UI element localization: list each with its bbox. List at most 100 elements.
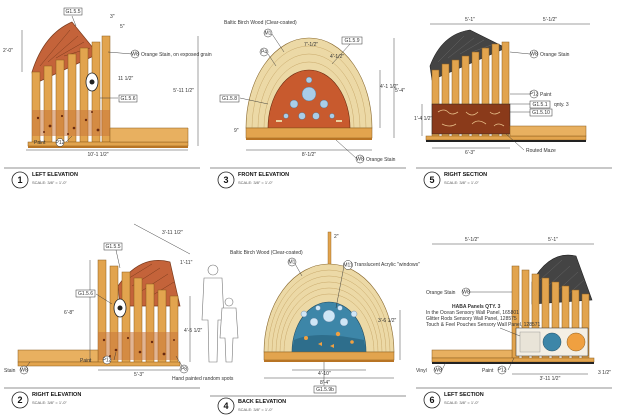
svg-text:Orange Stain: Orange Stain	[540, 52, 570, 58]
right-section-drawing: 5'-1" 5'-1/2" 1'-4 1/2" 6'-3" W8 Orange …	[414, 17, 612, 189]
ocean-panel	[542, 332, 562, 352]
svg-text:Orange Stain: Orange Stain	[426, 290, 456, 296]
random-spots	[36, 111, 100, 135]
base-edge	[246, 138, 372, 140]
tag-m1: M1	[287, 257, 303, 277]
tag-m1: M1	[263, 28, 285, 53]
dim-left: 5'-1"	[465, 17, 475, 23]
dim-opening: 4'-1 1/2"	[380, 84, 399, 90]
routed-maze-panel	[431, 103, 511, 135]
lower-panel	[98, 332, 178, 360]
svg-text:W8: W8	[434, 368, 442, 374]
tag-m11: M11 Translucent Acrylic "windows"	[335, 260, 420, 309]
base-edge	[432, 362, 594, 364]
view-title: BACK ELEVATION	[238, 399, 286, 405]
view-title: RIGHT ELEVATION	[32, 392, 81, 398]
shell-ribs	[125, 263, 175, 299]
scale-figures	[201, 264, 239, 363]
view-number-circle	[423, 391, 441, 409]
tag-w8: W8 Orange Stain, on exposed grain	[107, 49, 212, 59]
svg-text:Paint: Paint	[80, 358, 92, 364]
left-section-drawing: 5'-1/2" 5'-1" 3'-11 1/2" 3 1/2" Orange S…	[416, 237, 612, 409]
panel-front-elevation: 8'-1/2" 7'-1/2" 4'-1/2" 4'-1 1/2" 5'-4" …	[206, 0, 412, 210]
haba-note: HABA Panels QTY. 3 In the Ocean Sensory …	[426, 304, 541, 337]
panel-right-section: 5'-1" 5'-1/2" 1'-4 1/2" 6'-3" W8 Orange …	[412, 0, 618, 210]
wood-posts	[97, 259, 179, 365]
view-scale: SCALE: 3/8" = 1'-0"	[32, 400, 67, 405]
view-number-circle	[423, 171, 441, 189]
dim-top: 7'-1/2"	[304, 42, 318, 48]
base-platform	[17, 361, 181, 367]
svg-text:W8: W8	[131, 52, 139, 58]
tag-g156: G1.5.6	[75, 289, 113, 305]
view-scale: SCALE: 3/8" = 1'-0"	[238, 180, 273, 185]
dim-height: 5'-4"	[395, 88, 405, 94]
dim-post: 2"	[334, 234, 339, 240]
svg-text:G1.5.5: G1.5.5	[65, 9, 80, 15]
svg-text:W8: W8	[356, 157, 364, 163]
svg-text:G1.5.6: G1.5.6	[78, 291, 93, 297]
svg-text:P8: P8	[181, 367, 187, 373]
maze-paths	[437, 109, 505, 127]
tag-p12: Paint P12	[80, 351, 117, 365]
view-title: RIGHT SECTION	[444, 172, 487, 178]
dim-width: 10'-1 1/2"	[87, 152, 108, 158]
base-edge	[426, 140, 586, 142]
view-title: LEFT ELEVATION	[32, 172, 78, 178]
svg-text:W8: W8	[20, 368, 28, 374]
svg-text:G1.5.8: G1.5.8	[222, 96, 237, 102]
base-edge	[28, 146, 188, 148]
svg-text:HABA Panels QTY. 3: HABA Panels QTY. 3	[452, 304, 501, 310]
svg-text:Translucent Acrylic "windows": Translucent Acrylic "windows"	[354, 262, 420, 268]
label-birch: Baltic Birch Wood (Clear-coated)	[224, 20, 297, 26]
svg-text:Glitter Rods Sensory Wall Pane: Glitter Rods Sensory Wall Panel, 128575	[426, 316, 517, 322]
tag-w8-vinyl: Vinyl W8	[416, 361, 447, 375]
view-scale: SCALE: 3/8" = 1'-0"	[32, 180, 67, 185]
svg-text:Stain: Stain	[4, 368, 16, 374]
porthole-center	[117, 305, 123, 311]
view-number-circle	[217, 171, 235, 189]
shell-ribs	[437, 35, 495, 63]
dim-shell: 1'-11"	[180, 260, 193, 266]
svg-text:P12: P12	[103, 358, 112, 364]
svg-text:M1: M1	[289, 260, 296, 266]
dim-edge: 3 1/2"	[598, 370, 611, 376]
label-birch: Baltic Birch Wood (Clear-coated)	[230, 250, 303, 256]
left-elevation-drawing: 10'-1 1/2" 5'-11 1/2" 2'-0" 3" 5" 11 1/2…	[3, 7, 212, 189]
dim-width: 8'-1/2"	[302, 152, 316, 158]
view-number-circle	[11, 391, 29, 409]
dim-right: 5'-1/2"	[543, 17, 557, 23]
view-scale: SCALE: 3/8" = 1'-0"	[444, 180, 479, 185]
tag-w8-top: Orange Stain W8	[426, 287, 512, 297]
label-routed-maze: Routed Maze	[505, 133, 556, 154]
sea-creatures	[304, 331, 354, 348]
svg-text:Paint: Paint	[34, 140, 46, 146]
svg-text:G1.5.10: G1.5.10	[532, 110, 550, 116]
tag-p8: P8 Hand painted random spots	[172, 355, 234, 382]
view-number-circle	[11, 171, 29, 189]
dim-height: 6'-8"	[64, 310, 74, 316]
view-number: 5	[429, 175, 434, 185]
tag-p12: P12 Paint	[510, 89, 552, 99]
right-elevation-drawing: 3'-11 1/2" 1'-11" 6'-8" 4'-5 1/2" 5'-3" …	[4, 223, 239, 409]
panel-left-section: 5'-1/2" 5'-1" 3'-11 1/2" 3 1/2" Orange S…	[412, 210, 618, 420]
svg-text:Orange Stain: Orange Stain	[366, 157, 396, 163]
tag-g155: G1.5.5	[63, 7, 83, 27]
dim-height: 3'-6 1/2"	[378, 318, 397, 324]
dim-width: 8'-4"	[320, 380, 330, 386]
dim-diagonal: 3'-11 1/2"	[162, 230, 183, 236]
svg-text:Touch & Feel Pouches Sensory W: Touch & Feel Pouches Sensory Wall Panel,…	[426, 322, 541, 328]
svg-text:P12: P12	[530, 92, 539, 98]
svg-text:M11: M11	[343, 263, 353, 269]
dim-3in: 3"	[110, 14, 115, 20]
dim-inner-width: 4'-10"	[318, 371, 331, 377]
view-title: FRONT ELEVATION	[238, 172, 289, 178]
svg-text:P12: P12	[498, 368, 507, 374]
tag-g158: G1.5.8	[219, 94, 269, 105]
tag-g151: G1.5.1 qnty. 3	[510, 100, 569, 109]
svg-text:Vinyl: Vinyl	[416, 368, 427, 374]
view-title: LEFT SECTION	[444, 392, 484, 398]
touch-feel-panel	[519, 331, 541, 353]
view-number: 3	[223, 175, 228, 185]
svg-text:W8: W8	[530, 52, 538, 58]
